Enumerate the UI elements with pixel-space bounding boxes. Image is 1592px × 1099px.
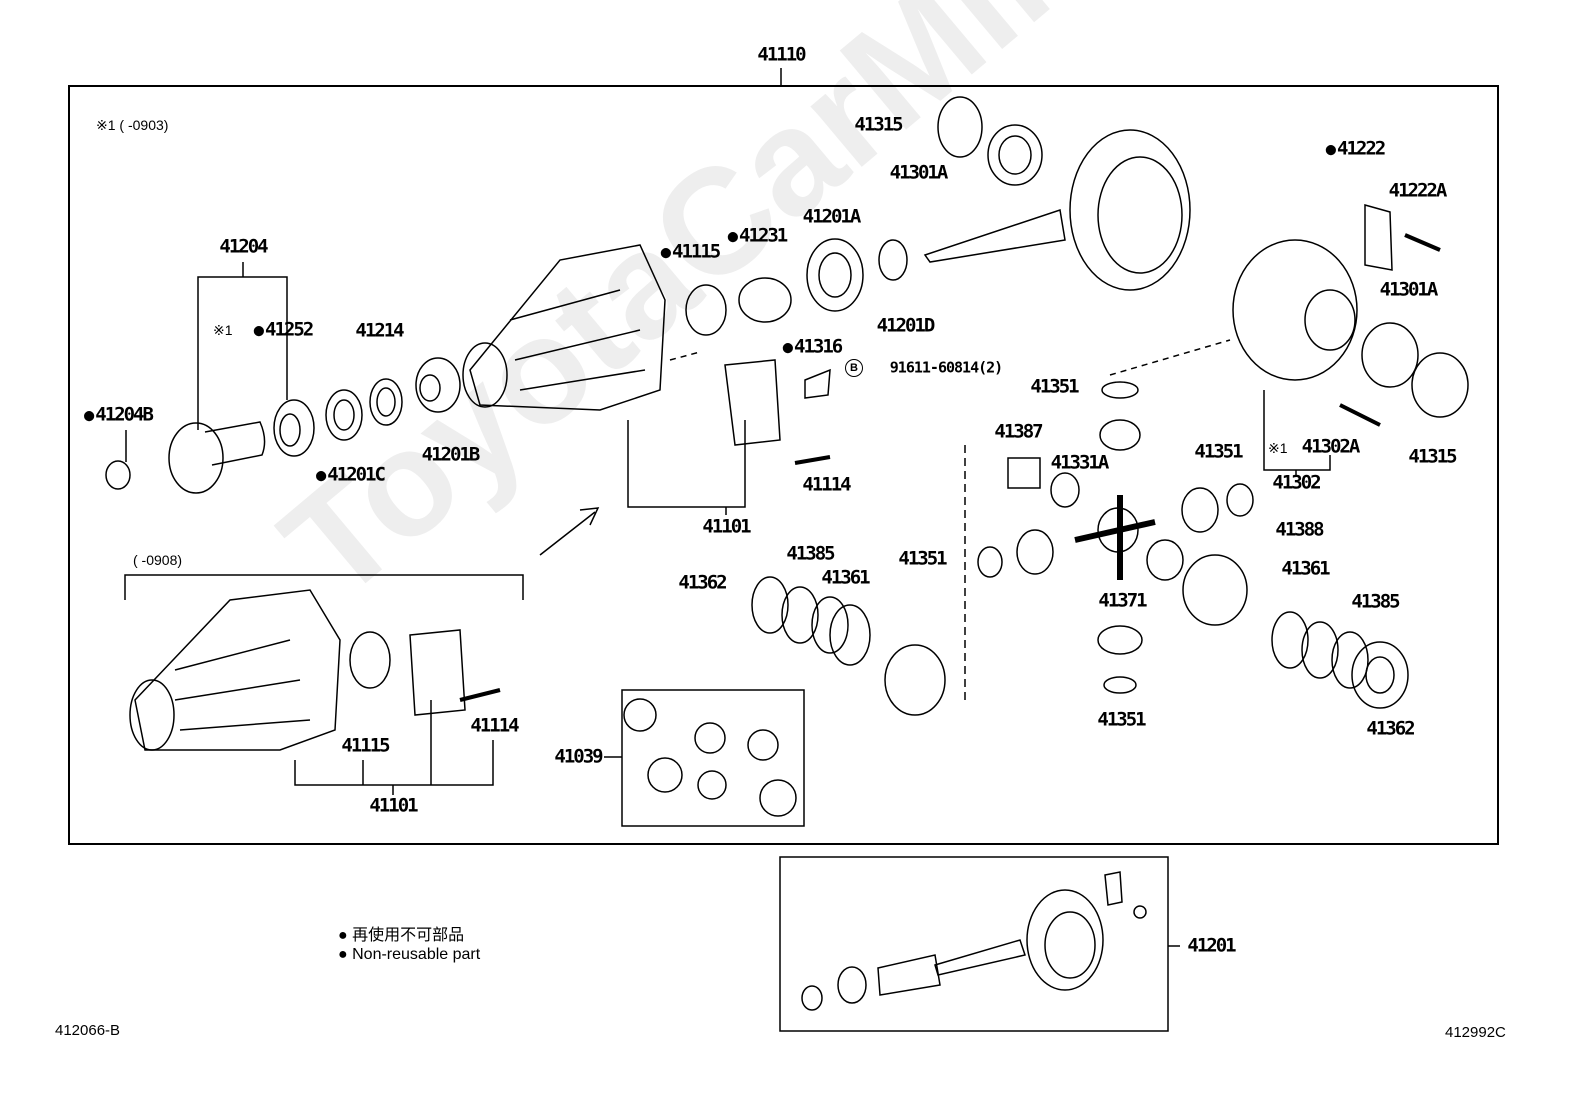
part-label[interactable]: 41351 [1030,375,1079,398]
part-label[interactable]: 41204 [219,235,268,258]
part-label[interactable]: 41201D [876,314,936,337]
part-label[interactable]: 41039 [554,745,603,768]
part-label[interactable]: 41362 [1366,717,1415,740]
part-label[interactable]: 41201B [421,443,481,466]
legend-jp: ● 再使用不可部品 [338,927,465,944]
part-label[interactable]: 41214 [355,319,404,342]
illustration-code-right: 412992C [1445,1024,1506,1041]
part-label[interactable]: 41302A [1301,435,1361,458]
part-label[interactable]: 41110 [757,43,806,66]
kit-frame-41039 [621,689,805,827]
bracket-41204 [197,276,288,430]
part-label[interactable]: 41371 [1098,589,1147,612]
part-label[interactable]: 41361 [821,566,870,589]
part-label[interactable]: 41101 [369,794,418,817]
variant-bracket [124,574,524,600]
part-label[interactable]: 41201 [1187,934,1236,957]
bolt-badge-icon: B [845,359,863,377]
illustration-code-left: 412066-B [55,1022,121,1039]
note-variant-0908: ( -0908) [133,552,183,568]
part-label[interactable]: 41315 [1408,445,1457,468]
part-label[interactable]: 41362 [678,571,727,594]
note-marker: ※1 [213,322,233,338]
part-label-non-reusable[interactable]: 41115 [661,242,721,262]
part-label[interactable]: 91611-60814(2) [889,358,1003,377]
part-label[interactable]: 41301A [889,161,949,184]
part-label[interactable]: 41361 [1281,557,1330,580]
part-label[interactable]: 41351 [1097,708,1146,731]
note-variant-0903: ※1 ( -0903) [96,117,169,133]
part-label-non-reusable[interactable]: 41222 [1326,139,1386,159]
legend-en: ● Non-reusable part [338,946,481,963]
part-label[interactable]: 41351 [1194,440,1243,463]
part-label[interactable]: 41385 [1351,590,1400,613]
legend-en-text: Non-reusable part [352,946,481,963]
legend-jp-text: 再使用不可部品 [352,927,465,944]
part-label[interactable]: 41201A [802,205,862,228]
part-label[interactable]: 41101 [702,515,751,538]
bracket-41101b [294,740,494,786]
part-label-non-reusable[interactable]: 41204B [84,405,154,425]
kit-frame-41201 [779,856,1169,1032]
part-label[interactable]: 41315 [854,113,903,136]
part-label[interactable]: 41331A [1050,451,1110,474]
part-label-non-reusable[interactable]: 41201C [316,465,386,485]
part-label-non-reusable[interactable]: 41252 [254,320,314,340]
direction-arrow-icon [539,507,600,556]
bracket-41101 [627,420,746,508]
part-label[interactable]: 41115 [341,734,390,757]
part-label[interactable]: 41387 [994,420,1043,443]
assembly-frame [68,85,1499,845]
part-label-non-reusable[interactable]: 41231 [728,226,788,246]
part-label[interactable]: 41222A [1388,179,1448,202]
note-marker: ※1 [1268,440,1288,456]
part-label[interactable]: 41114 [470,714,519,737]
part-label[interactable]: 41351 [898,547,947,570]
part-label[interactable]: 41301A [1379,278,1439,301]
part-label[interactable]: 41114 [802,473,851,496]
part-label-non-reusable[interactable]: 41316 [783,337,843,357]
part-label[interactable]: 41302 [1272,471,1321,494]
part-label[interactable]: 41388 [1275,518,1324,541]
part-label[interactable]: 41385 [786,542,835,565]
